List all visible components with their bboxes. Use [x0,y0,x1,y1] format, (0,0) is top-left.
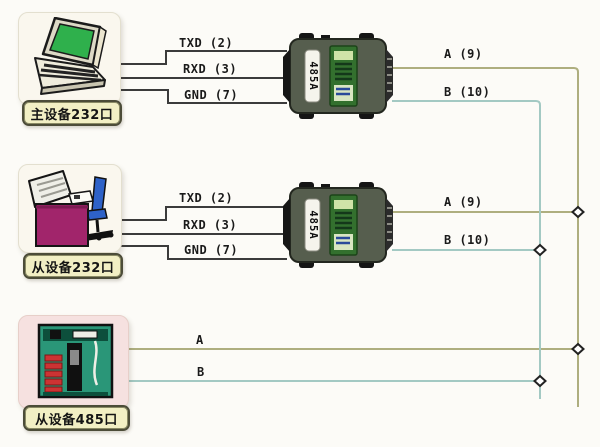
junction-node-a2 [571,205,585,219]
junction-node-b2 [533,243,547,257]
wire-txd-2 [121,206,287,221]
device-label-master-232: 主设备232口 [22,100,122,126]
device-label-text: 主设备232口 [30,107,114,123]
junction-node-a3 [571,342,585,356]
junction-node-b3 [533,374,547,388]
wire-label-rxd-1: RXD (3) [183,62,238,76]
converter-model-label: 485A [307,61,319,90]
wire-label-txd-2: TXD (2) [179,191,234,205]
wire-gnd-2 [121,245,287,260]
wire-b-bus [392,100,541,399]
wire-label-a-1: A (9) [444,47,483,61]
converter-model-label: 485A [307,210,319,239]
wire-label-a-2: A (9) [444,195,483,209]
device-label-slave-485: 从设备485口 [23,405,130,431]
device-card-slave-232 [18,164,122,253]
wire-label-a-3: A [196,333,204,347]
wire-label-rxd-2: RXD (3) [183,218,238,232]
rs485-converter-body: 485A [283,33,393,119]
wire-txd-1 [121,50,287,65]
wire-label-b-3: B [197,365,205,379]
wire-gnd-1 [121,89,287,104]
device-card-master-232 [18,12,121,105]
laptop-icon [34,17,107,95]
device-label-text: 从设备232口 [31,260,115,276]
rs485-converter-2: 485A [283,182,393,268]
wire-label-txd-1: TXD (2) [179,36,234,50]
desktop-computer-icon [28,170,114,247]
rs485-converter-1: 485A [283,33,393,119]
control-cabinet-icon [37,323,114,399]
wire-a-bus [392,67,579,407]
wire-label-gnd-2: GND (7) [184,243,239,257]
wire-label-b-1: B (10) [444,85,491,99]
device-label-slave-232: 从设备232口 [23,253,123,279]
device-card-slave-485 [18,315,129,409]
wire-label-gnd-1: GND (7) [184,88,239,102]
wire-label-b-2: B (10) [444,233,491,247]
rs485-converter-body: 485A [283,182,393,268]
device-label-text: 从设备485口 [35,412,118,428]
